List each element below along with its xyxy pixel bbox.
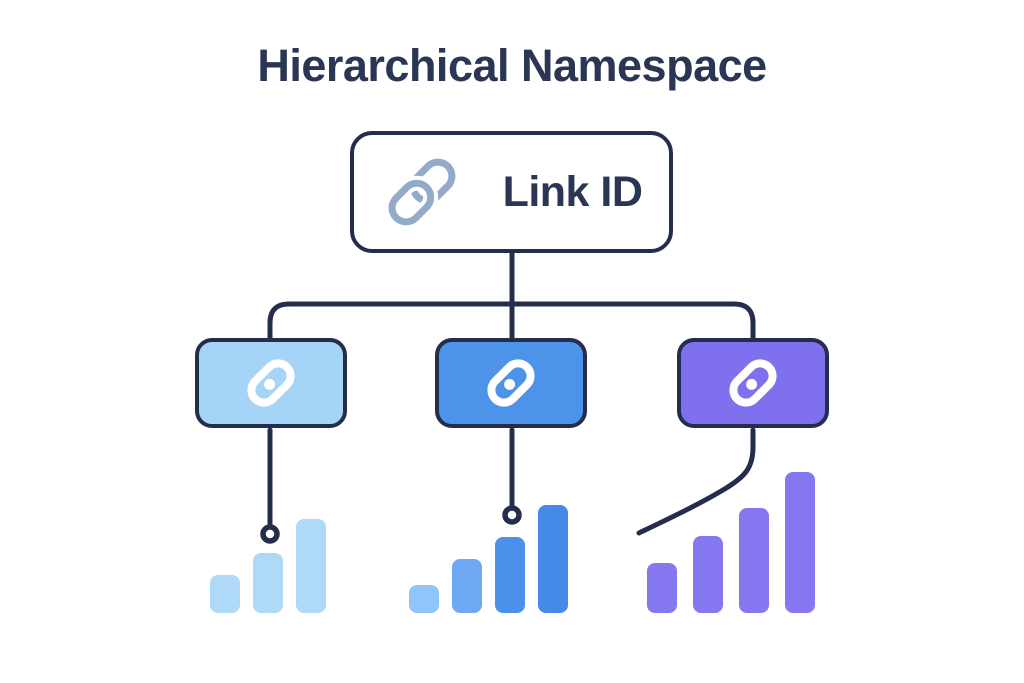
child-node-left bbox=[195, 338, 347, 428]
bar-chart-left bbox=[210, 519, 326, 613]
chart-bar bbox=[538, 505, 568, 613]
chart-bar bbox=[296, 519, 326, 613]
left-terminal-dot bbox=[260, 524, 280, 544]
chart-bar bbox=[647, 563, 677, 613]
capsule-link-icon bbox=[487, 359, 535, 407]
chain-link-icon bbox=[384, 158, 455, 230]
bar-chart-middle bbox=[409, 505, 568, 613]
chart-bar bbox=[253, 553, 283, 613]
chart-bar bbox=[693, 536, 723, 613]
child-node-right bbox=[677, 338, 829, 428]
right-curve-connector bbox=[636, 427, 756, 536]
root-node-label: Link ID bbox=[502, 167, 643, 216]
chart-bar bbox=[452, 559, 482, 613]
child-node-middle bbox=[435, 338, 587, 428]
root-node-link-id: Link ID bbox=[350, 131, 673, 253]
chart-bar bbox=[785, 472, 815, 613]
page-title: Hierarchical Namespace bbox=[257, 40, 767, 91]
capsule-link-icon bbox=[247, 359, 295, 407]
chart-bar bbox=[495, 537, 525, 613]
middle-terminal-dot bbox=[502, 505, 522, 525]
branch-connector bbox=[267, 301, 756, 341]
capsule-link-icon bbox=[729, 359, 777, 407]
chart-bar bbox=[210, 575, 240, 613]
chart-bar bbox=[739, 508, 769, 613]
chart-bar bbox=[409, 585, 439, 613]
bar-chart-right bbox=[647, 472, 815, 613]
